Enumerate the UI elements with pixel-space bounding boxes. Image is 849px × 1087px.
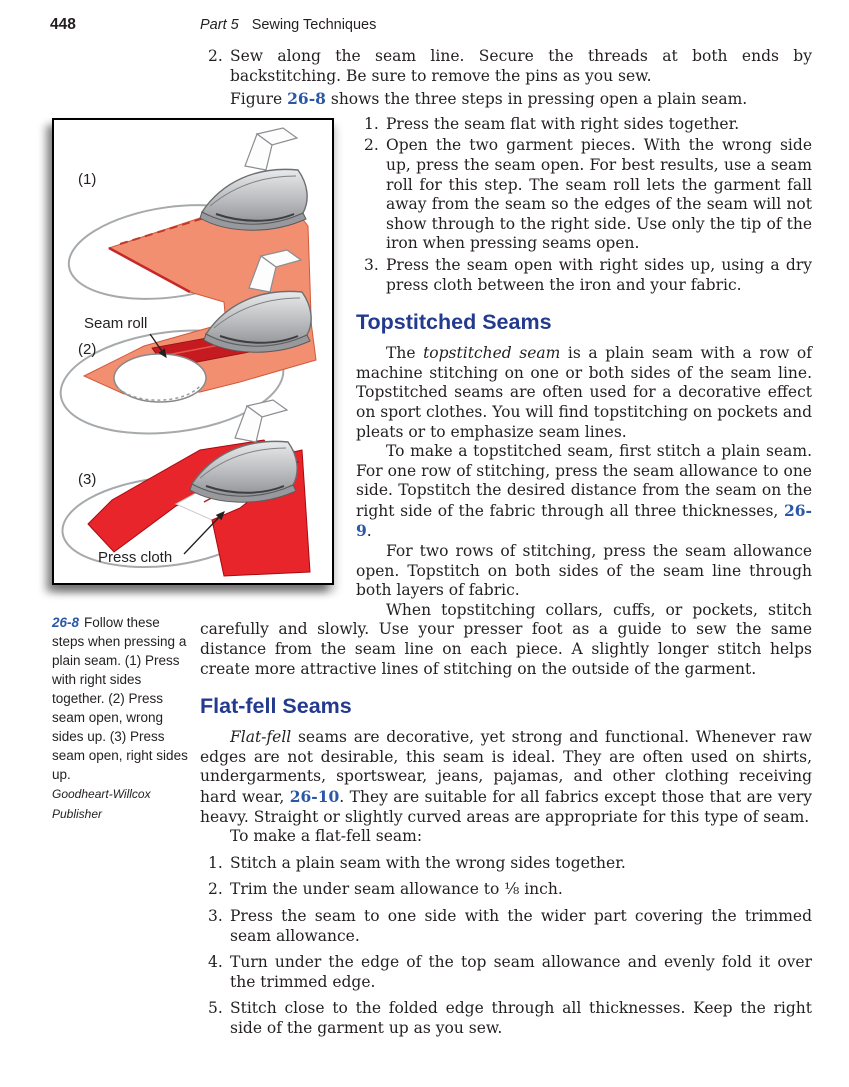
page-content: 2. Sew along the seam line. Secure the t… [0,47,849,1046]
list-item-number: 2. [208,47,223,65]
running-head: Part 5 Sewing Techniques [200,17,376,33]
iron-icon [199,126,309,231]
body-paragraph: Flat-fell seams are decorative, yet stro… [200,728,812,827]
list-item-text: Press the seam to one side with the wide… [230,906,812,945]
figure-reference-26-10: 26-10 [289,787,340,806]
paragraph-text: seams are decorative, yet strong and fun… [200,728,812,806]
body-paragraph: To make a topstitched seam, first stitch… [200,442,812,542]
list-item-number: 3. [208,906,223,925]
list-item: 4. Turn under the edge of the top seam a… [200,953,812,992]
section-heading-topstitched-seams: Topstitched Seams [356,310,552,335]
fabric-fold-edge [108,246,191,293]
sentence-text: shows the three steps in pressing open a… [325,90,748,109]
figure-step-2-scene: Seam roll (2) [59,248,317,435]
paragraph-text: . They are suitable for all fabrics exce… [200,788,812,826]
list-item-number: 5. [208,999,223,1018]
paragraph-text: The [386,344,424,363]
press-cloth-arrow [183,510,225,555]
body-paragraph: The topstitched seam is a plain seam wit… [200,344,812,442]
sentence-text: Figure [230,90,288,109]
list-item: 1. Press the seam flat with right sides … [356,115,812,135]
list-item-text: Trim the under seam allowance to ⅛ inch. [230,880,563,899]
paragraph-text: is a plain seam with a row of machine st… [356,344,813,441]
figure-caption-text: Follow these steps when pressing a plain… [52,614,188,782]
list-item: 2. Trim the under seam allowance to ⅛ in… [200,880,812,900]
italic-term: topstitched seam [423,344,561,363]
list-item-text: Turn under the edge of the top seam allo… [230,953,812,991]
figure-reference-sentence: Figure 26-8 shows the three steps in pre… [200,89,812,110]
list-item-number: 1. [208,853,223,872]
list-item-text: Open the two garment pieces. With the wr… [386,136,812,253]
seam-roll-arrow [149,333,167,358]
seam-roll-texture [117,385,201,401]
page-number: 448 [50,16,76,33]
list-item-number: 2. [364,136,379,155]
figure-label-step1: (1) [78,171,96,188]
list-item-text: Press the seam open with right sides up,… [386,255,812,294]
figure-26-8: (1) Seam roll (2) [52,117,334,585]
figure-reference-26-9: 26-9 [356,500,812,541]
list-item: 1. Stitch a plain seam with the wrong si… [200,854,812,874]
italic-term: Flat-fell [230,728,292,747]
part-title: Sewing Techniques [251,17,377,33]
list-item-text: Stitch a plain seam with the wrong sides… [230,853,626,872]
section-heading-flat-fell-seams: Flat-fell Seams [200,694,352,719]
figure-reference-26-8: 26-8 [287,89,326,109]
flat-fell-steps-list: 1. Stitch a plain seam with the wrong si… [52,854,812,1039]
list-item-text: Press the seam flat with right sides tog… [386,114,740,133]
list-item-text: Sew along the seam line. Secure the thre… [230,47,812,85]
list-item: 5. Stitch close to the folded edge throu… [200,999,812,1038]
figure-label-press-cloth: Press cloth [98,549,172,566]
body-paragraph: For two rows of stitching, press the sea… [356,542,812,600]
list-item-number: 4. [208,953,223,972]
figure-caption-number: 26-8 [52,614,80,630]
list-item: 2. Open the two garment pieces. With the… [356,136,812,254]
list-item-number: 1. [364,114,379,133]
figure-caption-credit: Goodheart-Willcox Publisher [52,786,151,821]
page-header: 448 Part 5 Sewing Techniques [0,0,849,34]
figure-label-step3: (3) [78,471,96,488]
list-item-number: 2. [208,880,223,899]
list-item: 3. Press the seam open with right sides … [356,256,812,295]
list-item-number: 3. [364,255,379,274]
list-item: 2. Sew along the seam line. Secure the t… [200,47,812,86]
body-paragraph: To make a flat-fell seam: [230,827,423,846]
figure-label-seam-roll: Seam roll [84,315,147,332]
dashed-seam-line [119,216,205,245]
pressing-steps-list: 1. Press the seam flat with right sides … [52,115,812,295]
paragraph-text: . [366,522,372,541]
paragraph-text: To make a topstitched seam, first stitch… [356,442,812,520]
figure-label-step2: (2) [78,341,96,358]
figure-step-3-scene: (3) Press cloth [61,398,311,577]
list-item: 3. Press the seam to one side with the w… [200,907,812,946]
pressing-seam-illustration: (1) Seam roll (2) [59,126,317,577]
list-item-text: Stitch close to the folded edge through … [230,999,812,1037]
body-paragraph: When topstitching collars, cuffs, or poc… [200,600,812,678]
part-label: Part 5 [200,17,239,33]
